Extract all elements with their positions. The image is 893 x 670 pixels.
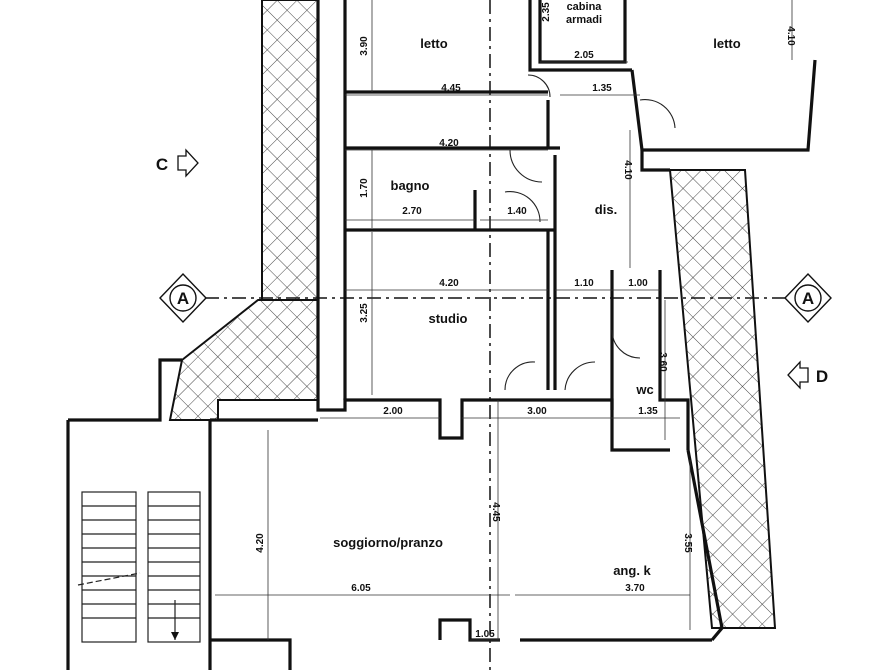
dim-1-70: 1.70 bbox=[359, 178, 370, 198]
room-label-bagno: bagno bbox=[391, 178, 430, 193]
room-label-letto-2: letto bbox=[713, 36, 741, 51]
axis-a-left-label: A bbox=[177, 289, 189, 308]
dimension-lines bbox=[215, 0, 793, 641]
dim-4-20-bagno: 4.20 bbox=[439, 138, 459, 149]
dim-4-45-letto: 4.45 bbox=[441, 83, 461, 94]
dim-2-00: 2.00 bbox=[383, 406, 403, 417]
dim-3-00: 3.00 bbox=[527, 406, 547, 417]
dim-1-05: 1.05 bbox=[475, 629, 495, 640]
dim-2-35: 2.35 bbox=[541, 2, 552, 22]
axis-marker-left: A bbox=[159, 272, 207, 324]
room-label-studio: studio bbox=[429, 311, 468, 326]
room-label-cabina: cabina bbox=[567, 1, 603, 13]
dim-3-70: 3.70 bbox=[625, 583, 645, 594]
dim-4-10-dis: 4.10 bbox=[622, 160, 633, 180]
section-c-label: C bbox=[156, 155, 168, 174]
dim-4-45-soggiorno: 4.45 bbox=[490, 502, 501, 522]
room-label-disimpegno: dis. bbox=[595, 202, 617, 217]
dim-3-25: 3.25 bbox=[359, 303, 370, 323]
section-marker-c: C bbox=[156, 148, 199, 178]
room-label-armadi: armadi bbox=[566, 14, 602, 26]
dim-1-40: 1.40 bbox=[507, 206, 527, 217]
room-label-soggiorno-pranzo: soggiorno/pranzo bbox=[333, 535, 443, 550]
dim-3-55: 3.55 bbox=[682, 533, 693, 553]
axis-marker-right: A bbox=[784, 272, 832, 324]
dim-1-35-wc: 1.35 bbox=[638, 406, 658, 417]
doors bbox=[504, 74, 676, 391]
section-marker-d: D bbox=[787, 360, 828, 390]
dim-2-05-cabina: 2.05 bbox=[574, 50, 594, 61]
dim-1-00: 1.00 bbox=[628, 278, 648, 289]
room-label-angolo-cottura: ang. k bbox=[613, 563, 651, 578]
section-d-label: D bbox=[816, 367, 828, 386]
dim-4-10-letto: 4.10 bbox=[785, 26, 796, 46]
room-label-wc: wc bbox=[635, 382, 653, 397]
dim-3-60: 3.60 bbox=[657, 352, 668, 372]
dim-4-20-studio: 4.20 bbox=[439, 278, 459, 289]
dim-1-35-top: 1.35 bbox=[592, 83, 612, 94]
dim-3-90: 3.90 bbox=[359, 36, 370, 56]
stairs bbox=[77, 491, 201, 643]
terrace-hatch-right bbox=[668, 169, 777, 629]
dim-4-20-soggiorno: 4.20 bbox=[255, 533, 266, 553]
dim-6-05: 6.05 bbox=[351, 583, 371, 594]
terrace-hatch-left bbox=[168, 0, 319, 421]
room-label-letto: letto bbox=[420, 36, 448, 51]
axis-a-right-label: A bbox=[802, 289, 814, 308]
dim-2-70-bagno: 2.70 bbox=[402, 206, 422, 217]
dim-1-10: 1.10 bbox=[574, 278, 594, 289]
